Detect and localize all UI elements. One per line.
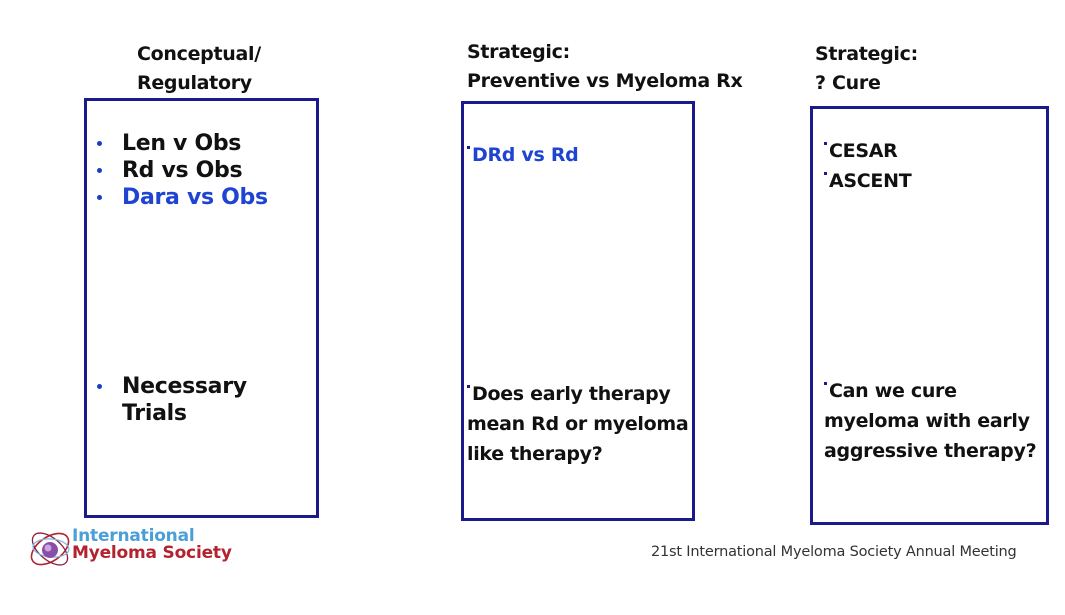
list-item: Len v Obs	[86, 130, 268, 157]
list-item: Can we cure myeloma with early aggressiv…	[824, 380, 1037, 462]
list-item: Dara vs Obs	[86, 184, 268, 211]
column-2-heading-line2: Preventive vs Myeloma Rx	[467, 70, 743, 92]
bullet-icon	[467, 385, 470, 388]
column-3-top-list: CESAR ASCENT	[824, 136, 912, 196]
bullet-icon	[97, 141, 102, 146]
bullet-icon	[97, 384, 102, 389]
column-3-bottom-list: Can we cure myeloma with early aggressiv…	[824, 376, 1037, 466]
column-1-box	[84, 98, 319, 518]
society-logo-text: International Myeloma Society	[72, 528, 232, 562]
column-3-box	[810, 106, 1049, 525]
list-item: Rd vs Obs	[86, 157, 268, 184]
column-2-box	[461, 101, 695, 521]
logo-line-1: International	[72, 526, 195, 546]
column-3-heading: Strategic: ? Cure	[815, 40, 918, 98]
bullet-icon	[824, 172, 827, 175]
list-item: DRd vs Rd	[467, 140, 579, 170]
bullet-icon	[824, 142, 827, 145]
column-1-heading-line1: Conceptual/	[137, 43, 261, 65]
column-2-bottom-list: Does early therapy mean Rd or myeloma li…	[467, 379, 689, 469]
list-item: CESAR	[824, 136, 911, 166]
logo-line-2: Myeloma Society	[72, 543, 232, 563]
society-logo	[26, 526, 246, 570]
atom-orbit-icon	[30, 532, 70, 566]
bullet-icon	[824, 382, 827, 385]
list-item: Does early therapy mean Rd or myeloma li…	[467, 383, 689, 465]
meeting-footer: 21st International Myeloma Society Annua…	[651, 544, 1017, 560]
column-3-heading-line1: Strategic:	[815, 43, 918, 65]
column-1-heading: Conceptual/ Regulatory	[137, 40, 261, 98]
column-2-heading-line1: Strategic:	[467, 41, 570, 63]
bullet-icon	[97, 168, 102, 173]
column-1-heading-line2: Regulatory	[137, 72, 252, 94]
column-2-heading: Strategic: Preventive vs Myeloma Rx	[467, 38, 743, 96]
bullet-icon	[467, 146, 470, 149]
column-1-top-list: Len v Obs Rd vs Obs Dara vs Obs	[86, 130, 268, 211]
column-3-heading-line2: ? Cure	[815, 72, 881, 94]
column-2-top-list: DRd vs Rd	[467, 140, 579, 170]
list-item: ASCENT	[824, 166, 912, 196]
bullet-icon	[97, 195, 102, 200]
